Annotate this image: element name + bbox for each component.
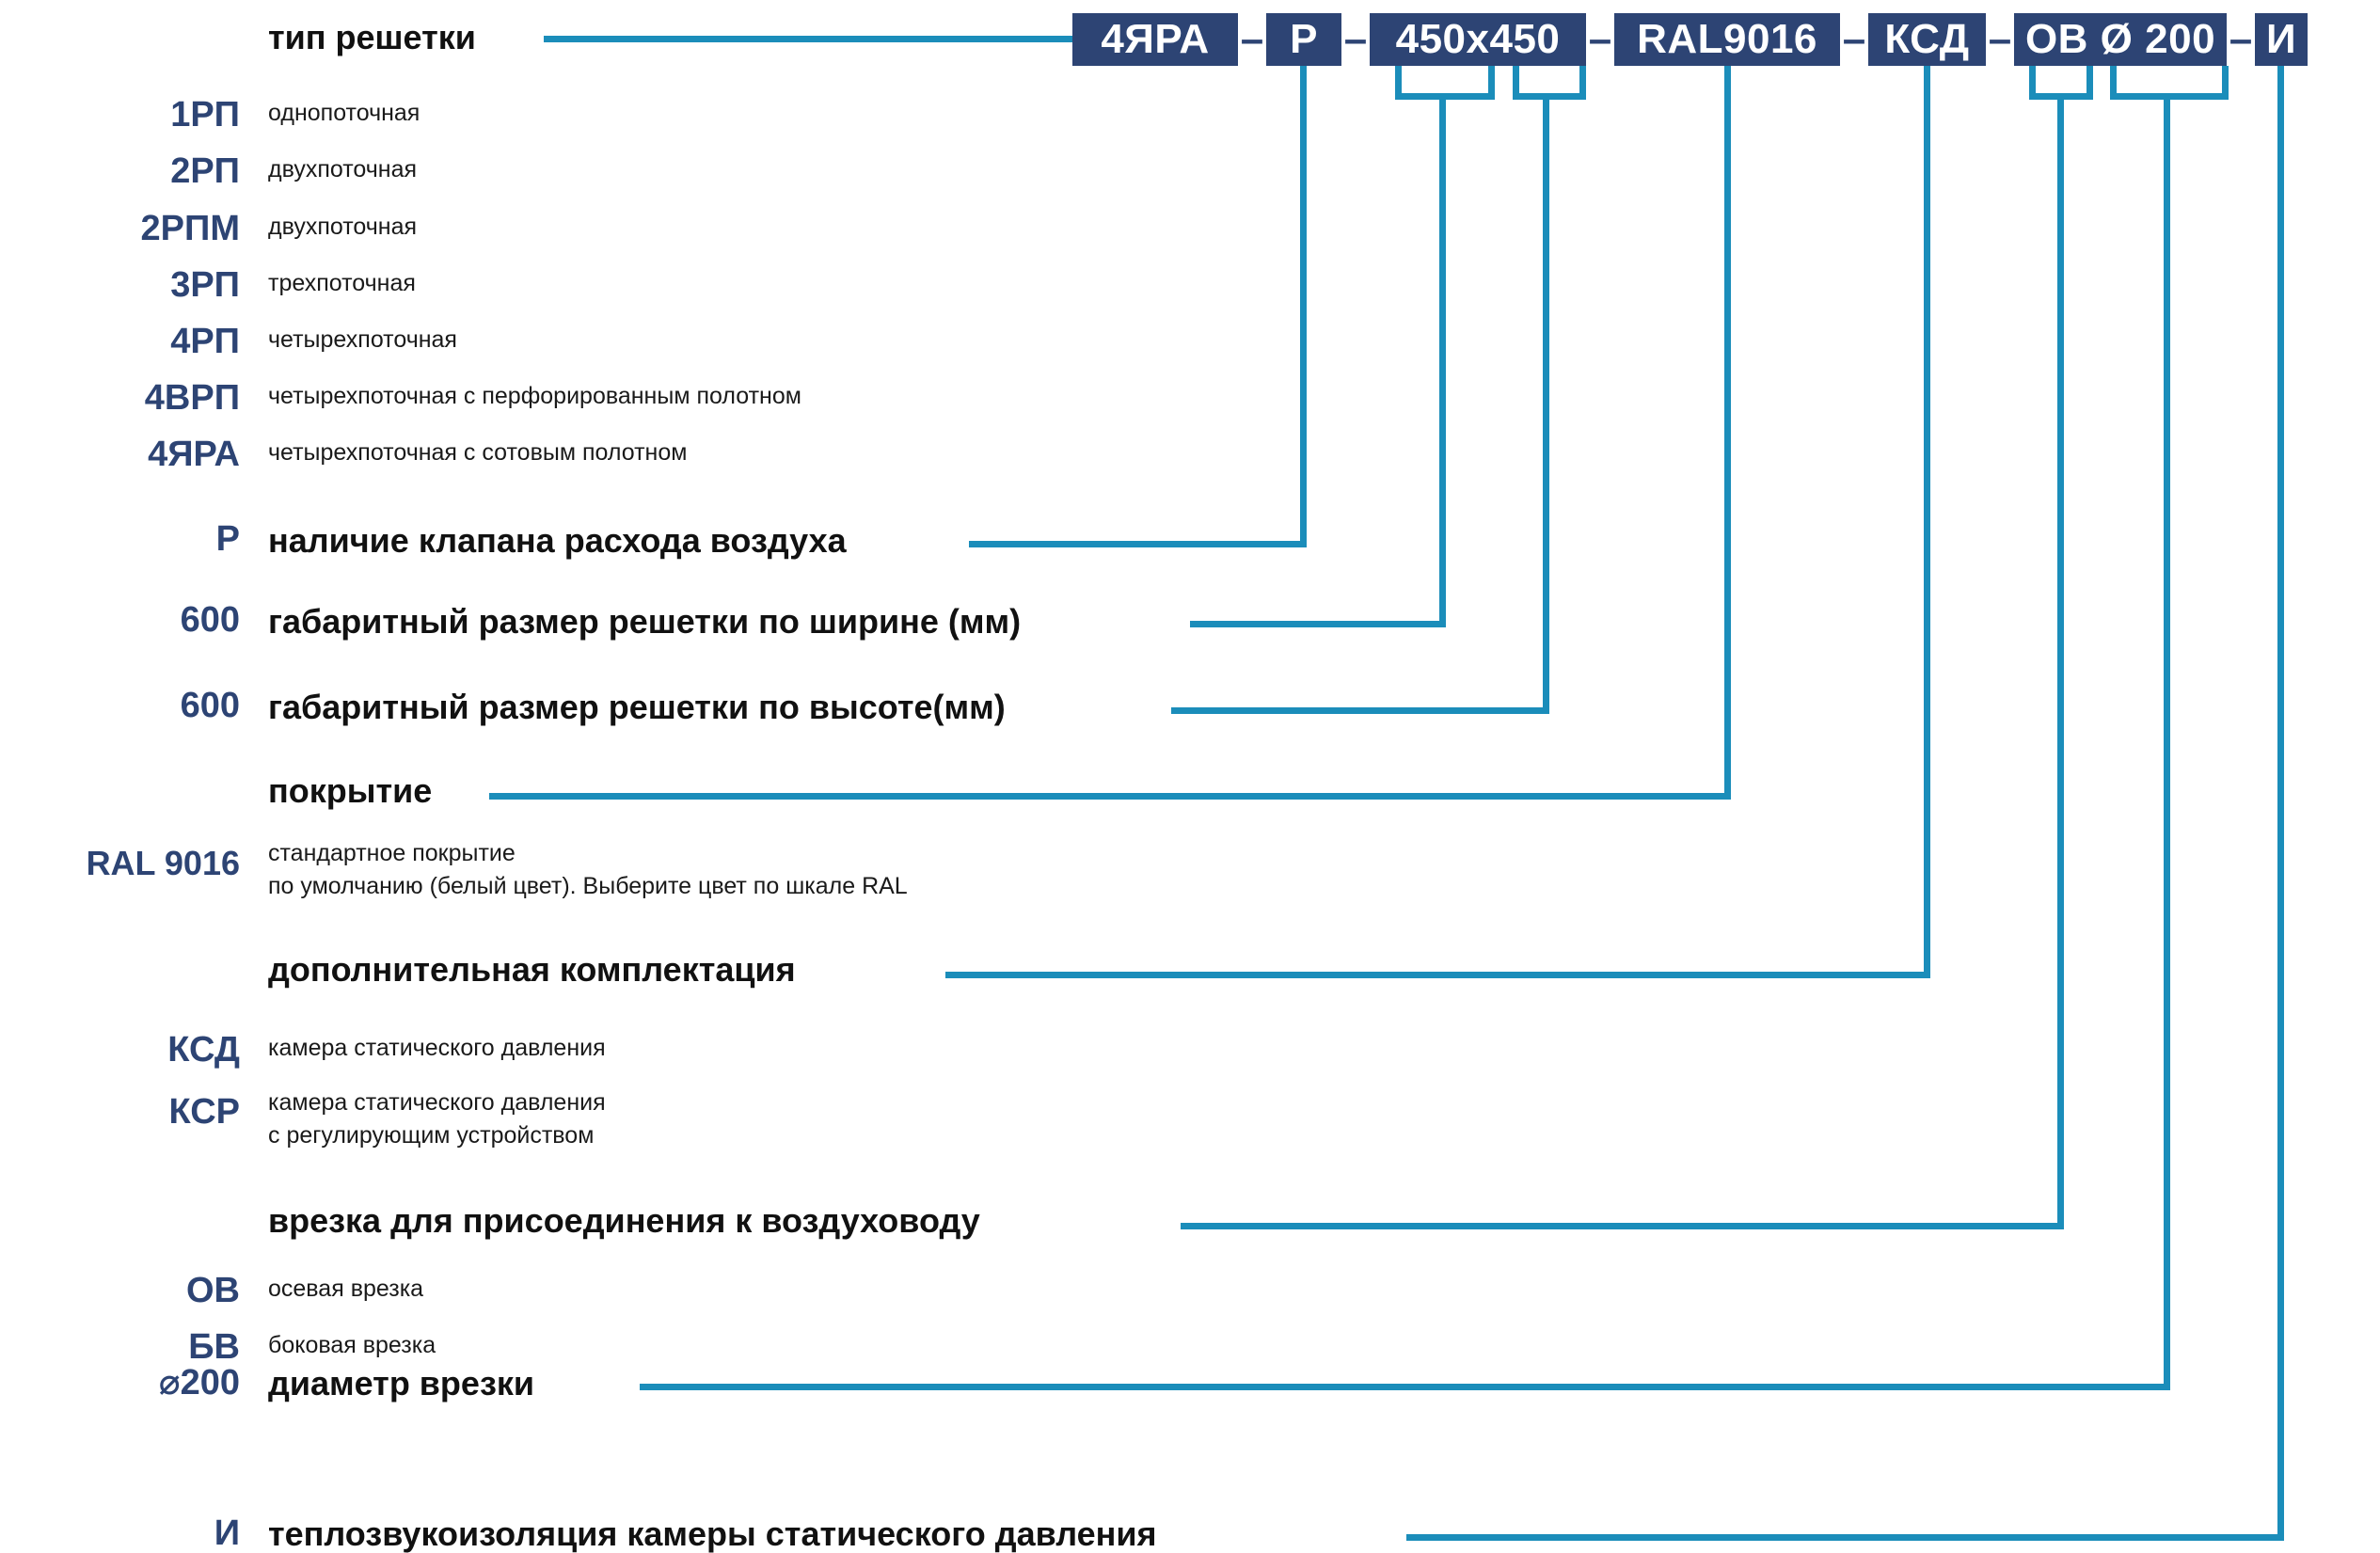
connector-height-vertical bbox=[1543, 93, 1549, 710]
desc-ksr-line2: с регулирующим устройством bbox=[268, 1122, 595, 1149]
code-label-width: 600 bbox=[180, 600, 240, 640]
code-box-coating[interactable]: RAL9016 bbox=[1614, 13, 1840, 66]
code-label-ksd: КСД bbox=[167, 1030, 240, 1070]
desc-4vrp: четырехпоточная с перфорированным полотн… bbox=[268, 383, 801, 409]
connector-insulation-horizontal bbox=[1406, 1534, 2284, 1541]
section-title-extra-equipment: дополнительная комплектация bbox=[268, 950, 796, 989]
section-title-valve: наличие клапана расхода воздуха bbox=[268, 521, 847, 560]
desc-ral9016-line2: по умолчанию (белый цвет). Выберите цвет… bbox=[268, 873, 908, 899]
code-box-duct-connection[interactable]: ОВ Ø 200 bbox=[2014, 13, 2227, 66]
code-label-2rpm: 2РПМ bbox=[140, 209, 240, 248]
code-box-grille-type[interactable]: 4ЯРА bbox=[1072, 13, 1238, 66]
bracket-duct-right-stub bbox=[2086, 66, 2093, 100]
code-label-ov: ОВ bbox=[186, 1271, 240, 1310]
code-separator-6: – bbox=[2229, 16, 2253, 62]
code-separator-2: – bbox=[1343, 16, 1368, 62]
code-label-1rp: 1РП bbox=[170, 95, 240, 135]
bracket-height-top bbox=[1513, 93, 1586, 100]
bracket-duct-left-stub bbox=[2029, 66, 2036, 100]
section-title-width: габаритный размер решетки по ширине (мм) bbox=[268, 602, 1022, 641]
connector-height-horizontal bbox=[1171, 707, 1549, 714]
connector-coating-horizontal bbox=[489, 793, 1731, 800]
code-label-ksr: КСР bbox=[168, 1092, 240, 1132]
bracket-height-right-stub bbox=[1579, 66, 1586, 100]
code-label-valve: Р bbox=[215, 519, 240, 559]
desc-4yara: четырехпоточная с сотовым полотном bbox=[268, 439, 688, 466]
connector-extra-horizontal bbox=[945, 972, 1930, 978]
section-title-height: габаритный размер решетки по высоте(мм) bbox=[268, 688, 1006, 726]
code-label-2rp: 2РП bbox=[170, 151, 240, 191]
code-label-insulation: И bbox=[214, 1513, 240, 1553]
connector-insulation-vertical bbox=[2277, 66, 2284, 1538]
connector-width-vertical bbox=[1439, 93, 1446, 624]
desc-bv: боковая врезка bbox=[268, 1332, 436, 1358]
desc-1rp: однопоточная bbox=[268, 100, 420, 126]
code-separator-3: – bbox=[1588, 16, 1612, 62]
connector-valve-horizontal bbox=[969, 541, 1307, 547]
bracket-height-left-stub bbox=[1513, 66, 1519, 100]
section-title-grille-type: тип решетки bbox=[268, 18, 476, 56]
desc-ov: осевая врезка bbox=[268, 1276, 424, 1302]
code-label-3rp: 3РП bbox=[170, 265, 240, 305]
code-box-insulation[interactable]: И bbox=[2255, 13, 2308, 66]
section-title-insulation: теплозвукоизоляция камеры статического д… bbox=[268, 1514, 1157, 1553]
desc-ksd: камера статического давления bbox=[268, 1035, 606, 1061]
section-title-coating: покрытие bbox=[268, 771, 433, 810]
code-box-dimensions[interactable]: 450x450 bbox=[1370, 13, 1586, 66]
code-label-diameter: ⌀200 bbox=[158, 1363, 240, 1402]
section-title-duct-connection: врезка для присоединения к воздуховоду bbox=[268, 1201, 980, 1240]
code-separator-5: – bbox=[1988, 16, 2012, 62]
desc-ksr-line1: камера статического давления bbox=[268, 1089, 606, 1116]
code-separator-4: – bbox=[1842, 16, 1866, 62]
code-label-ral9016: RAL 9016 bbox=[86, 844, 240, 882]
connector-coating-vertical bbox=[1724, 66, 1731, 797]
code-box-valve[interactable]: Р bbox=[1266, 13, 1341, 66]
connector-width-horizontal bbox=[1190, 621, 1446, 627]
desc-4rp: четырехпоточная bbox=[268, 326, 457, 353]
connector-duct-horizontal bbox=[1181, 1223, 2064, 1229]
desc-2rpm: двухпоточная bbox=[268, 214, 418, 240]
connector-duct-vertical bbox=[2057, 93, 2064, 1227]
desc-3rp: трехпоточная bbox=[268, 270, 416, 296]
connector-valve-vertical bbox=[1300, 66, 1307, 547]
bracket-width-left-stub bbox=[1395, 66, 1402, 100]
code-separator-1: – bbox=[1240, 16, 1264, 62]
bracket-width-right-stub bbox=[1488, 66, 1495, 100]
code-label-height: 600 bbox=[180, 686, 240, 725]
bracket-diameter-right-stub bbox=[2222, 66, 2229, 100]
code-box-extra-equipment[interactable]: КСД bbox=[1868, 13, 1986, 66]
connector-grille-type bbox=[544, 36, 1072, 42]
desc-2rp: двухпоточная bbox=[268, 156, 418, 182]
connector-extra-vertical bbox=[1924, 66, 1930, 975]
section-title-diameter: диаметр врезки bbox=[268, 1364, 534, 1402]
code-label-bv: БВ bbox=[188, 1327, 240, 1367]
desc-ral9016-line1: стандартное покрытие bbox=[268, 840, 516, 866]
code-label-4rp: 4РП bbox=[170, 322, 240, 361]
connector-diameter-vertical bbox=[2164, 93, 2170, 1387]
connector-diameter-horizontal bbox=[640, 1384, 2170, 1390]
bracket-diameter-left-stub bbox=[2110, 66, 2117, 100]
code-label-4yara: 4ЯРА bbox=[148, 435, 240, 474]
code-label-4vrp: 4ВРП bbox=[144, 378, 240, 418]
